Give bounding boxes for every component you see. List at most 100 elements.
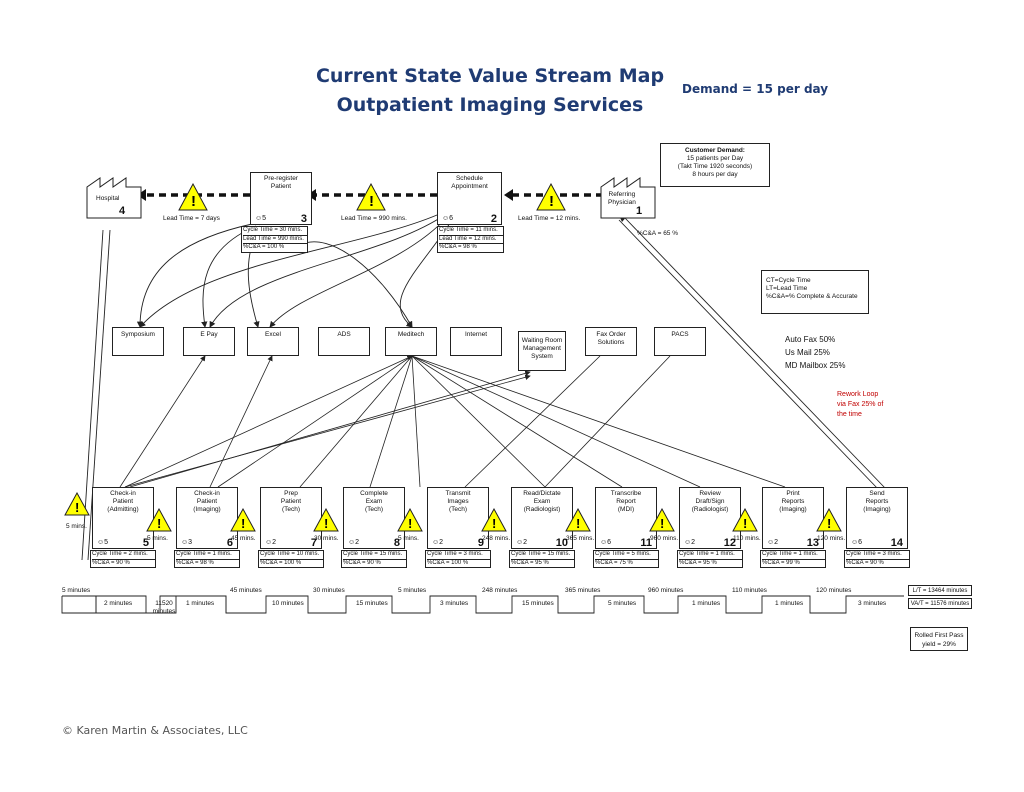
timeline-cycle: 2 minutes [104, 600, 133, 607]
complete-accurate: %C&A = 100 % [243, 244, 285, 250]
svg-text:!: ! [576, 516, 580, 531]
process-title: Prep [284, 490, 298, 497]
process-title: (Imaging) [193, 506, 221, 513]
process-number: 14 [890, 537, 903, 549]
complete-accurate: %C&A = 90 % [92, 559, 130, 566]
timeline-cycle: 10 minutes [272, 600, 304, 607]
hospital-entity: Hospital 4 [86, 175, 142, 219]
timeline-cycle: 11520 minutes [152, 600, 176, 615]
process-title: (Radiologist) [523, 506, 561, 513]
process-title: Patient [112, 498, 134, 505]
process-title: Patient [270, 183, 292, 190]
cycle-time: Cycle Time = 1 mins. [762, 551, 825, 560]
operator-count: ☺2 [348, 539, 360, 546]
fax-mail: Us Mail 25% [785, 348, 830, 357]
operator-count: ☺6 [442, 215, 454, 222]
warning-icon: ! [397, 507, 423, 537]
process-title: (Tech) [448, 506, 468, 513]
rolled-yield-box: Rolled First Pass yield = 29% [910, 627, 968, 651]
wait-time: 365 mins. [566, 535, 595, 542]
timeline-cycle: 3 minutes [858, 600, 887, 607]
timeline-cycle: 1 minutes [186, 600, 215, 607]
title-line-1: Current State Value Stream Map [315, 65, 665, 87]
operator-count: ☺6 [600, 539, 612, 546]
legend-ct: CT=Cycle Time [766, 277, 811, 284]
process-data: Cycle Time = 1 mins.%C&A = 98 % [174, 550, 240, 568]
customer-demand-line: 15 patients per Day [686, 155, 744, 162]
process-title: Print [786, 490, 800, 497]
factory-icon [86, 177, 142, 219]
process-number: 10 [555, 537, 568, 549]
wait-time: 120 mins. [817, 535, 846, 542]
fax-md: MD Mailbox 25% [785, 361, 846, 370]
svg-text:!: ! [827, 516, 831, 531]
process-title: Draft/Sign [695, 498, 725, 505]
process-title: Patient [280, 498, 302, 505]
legend-box: CT=Cycle Time LT=Lead Time %C&A=% Comple… [761, 270, 869, 314]
timeline-wait: 5 minutes [62, 587, 91, 594]
physician-entity: Referring Physician 1 [600, 175, 656, 219]
physician-label-line: Referring [608, 191, 636, 198]
svg-text:!: ! [549, 193, 554, 210]
timeline-cycle: 1 minutes [692, 600, 721, 607]
system-epay: E Pay [183, 327, 235, 356]
process-title: (Imaging) [779, 506, 807, 513]
process-number: 8 [393, 537, 400, 549]
timeline-wait: 5 minutes [398, 587, 427, 594]
process-title: Patient [196, 498, 218, 505]
cycle-time: Cycle Time = 5 mins. [595, 551, 658, 560]
process-data: Cycle Time = 3 mins.%C&A = 100 % [425, 550, 491, 568]
timeline-wait: 960 minutes [648, 587, 684, 594]
hospital-num: 4 [119, 205, 126, 217]
operator-count-value: 2 [355, 539, 360, 546]
operator-count-value: 5 [104, 539, 109, 546]
total-value-added-time: VA/T = 11576 minutes [908, 598, 972, 609]
system-internet: Internet [450, 327, 502, 356]
operator-count-value: 2 [272, 539, 277, 546]
cycle-time: Cycle Time = 3 mins. [846, 551, 909, 560]
timeline-cycle: 3 minutes [440, 600, 469, 607]
process-title: (Tech) [364, 506, 384, 513]
operator-count: ☺5 [255, 215, 267, 222]
operator-count: ☺2 [265, 539, 277, 546]
operator-count-value: 2 [439, 539, 444, 546]
svg-text:!: ! [75, 500, 79, 515]
preregister-data: Cycle Time = 30 mins. Lead Time = 990 mi… [241, 226, 308, 253]
physician-label-line: Physician [608, 199, 636, 206]
process-number: 7 [310, 537, 317, 549]
rework-line: via Fax 25% of [837, 401, 884, 408]
process-number: 5 [142, 537, 149, 549]
process-title: (Admitting) [107, 506, 139, 513]
wait-time: 5 mins. [66, 523, 87, 530]
process-data: Cycle Time = 1 mins.%C&A = 99 % [760, 550, 826, 568]
operator-count-value: 2 [691, 539, 696, 546]
legend-ca: %C&A=% Complete & Accurate [766, 293, 858, 300]
rework-note: Rework Loop via Fax 25% of the time [837, 390, 883, 420]
customer-demand-line: (Takt Time 1920 seconds) [677, 163, 753, 170]
process-data: Cycle Time = 10 mins.%C&A = 100 % [258, 550, 324, 568]
process-title: Schedule [455, 175, 484, 182]
svg-text:!: ! [408, 516, 412, 531]
warning-icon: ! [64, 491, 90, 521]
timeline-cycle: 1 minutes [775, 600, 804, 607]
rolled-yield-line: yield = 29% [922, 641, 956, 648]
timeline-cycle: 5 minutes [608, 600, 637, 607]
process-data: Cycle Time = 1 mins.%C&A = 95 % [677, 550, 743, 568]
warning-icon: ! [649, 507, 675, 537]
process-data: Cycle Time = 2 mins.%C&A = 90 % [90, 550, 156, 568]
svg-text:!: ! [660, 516, 664, 531]
page-title: Current State Value Stream Map Outpatien… [280, 62, 700, 120]
hospital-label: Hospital [96, 195, 120, 202]
factory-icon [600, 177, 656, 219]
process-title: Report [616, 498, 636, 505]
process-title: Appointment [451, 183, 488, 190]
process-schedule: Schedule Appointment ☺6 2 [437, 172, 502, 225]
physician-label: Referring Physician [608, 191, 636, 207]
process-title: Transcribe [610, 490, 642, 497]
process-title: Reports [865, 498, 889, 505]
system-meditech: Meditech [385, 327, 437, 356]
